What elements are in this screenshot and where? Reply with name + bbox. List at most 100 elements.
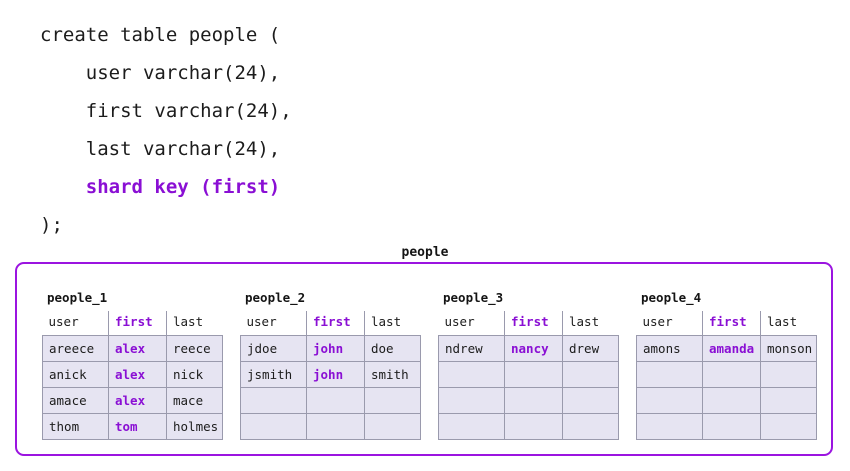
sql-line-3: first varchar(24), bbox=[40, 100, 292, 122]
table-cell-last bbox=[760, 413, 817, 440]
table-cell-first bbox=[504, 361, 563, 388]
column-header-first: first bbox=[702, 311, 761, 336]
table-cell-user bbox=[438, 387, 505, 414]
table-cell-last: smith bbox=[364, 361, 421, 388]
table-row bbox=[240, 387, 421, 414]
table-cell-first bbox=[702, 387, 761, 414]
column-header-user: user bbox=[240, 311, 307, 336]
table-row bbox=[438, 361, 619, 388]
table-cell-user: ndrew bbox=[438, 335, 505, 362]
table-cell-last bbox=[562, 361, 619, 388]
table-cell-first bbox=[702, 413, 761, 440]
table-cell-user bbox=[240, 387, 307, 414]
table-cell-first bbox=[306, 387, 365, 414]
table-cell-last: drew bbox=[562, 335, 619, 362]
table-cell-first: nancy bbox=[504, 335, 563, 362]
table-cell-user bbox=[636, 361, 703, 388]
table-row bbox=[636, 413, 817, 440]
table-cell-user bbox=[438, 361, 505, 388]
table-cell-first: alex bbox=[108, 361, 167, 388]
table-cell-user: jdoe bbox=[240, 335, 307, 362]
table-cell-first bbox=[306, 413, 365, 440]
column-header-last: last bbox=[569, 314, 600, 329]
sql-code-block: create table people ( user varchar(24), … bbox=[40, 16, 292, 244]
column-header-user: user bbox=[42, 311, 109, 336]
table-cell-first: tom bbox=[108, 413, 167, 440]
table-cell-first: alex bbox=[108, 387, 167, 414]
table-cell-user: thom bbox=[42, 413, 109, 440]
table-cell-user bbox=[240, 413, 307, 440]
column-header-last: last bbox=[371, 314, 402, 329]
table-cell-last: nick bbox=[166, 361, 223, 388]
diagram-title: people bbox=[401, 245, 449, 260]
table-cell-last: holmes bbox=[166, 413, 223, 440]
shard-name: people_3 bbox=[443, 290, 504, 305]
table-cell-first bbox=[504, 387, 563, 414]
table-cell-user: amons bbox=[636, 335, 703, 362]
table-cell-last: doe bbox=[364, 335, 421, 362]
table-cell-user: jsmith bbox=[240, 361, 307, 388]
table-cell-last: monson bbox=[760, 335, 817, 362]
table-cell-user bbox=[636, 413, 703, 440]
table-cell-first: john bbox=[306, 361, 365, 388]
table-cell-first bbox=[504, 413, 563, 440]
sql-line-1: create table people ( bbox=[40, 24, 281, 46]
column-header-first: first bbox=[504, 311, 563, 336]
table-cell-user bbox=[438, 413, 505, 440]
table-cell-first: amanda bbox=[702, 335, 761, 362]
table-row bbox=[636, 361, 817, 388]
table-cell-user: anick bbox=[42, 361, 109, 388]
sql-line-4: last varchar(24), bbox=[40, 138, 281, 160]
shard-name: people_4 bbox=[641, 290, 702, 305]
sql-line-6: ); bbox=[40, 214, 63, 236]
table-cell-first bbox=[702, 361, 761, 388]
table-row bbox=[438, 413, 619, 440]
column-header-user: user bbox=[438, 311, 505, 336]
shard-name: people_2 bbox=[245, 290, 306, 305]
table-cell-last bbox=[562, 413, 619, 440]
column-header-first: first bbox=[306, 311, 365, 336]
table-cell-last: mace bbox=[166, 387, 223, 414]
table-cell-last bbox=[364, 387, 421, 414]
table-cell-last bbox=[364, 413, 421, 440]
table-cell-user bbox=[636, 387, 703, 414]
sql-line-5: shard key (first) bbox=[40, 176, 281, 198]
table-row bbox=[636, 387, 817, 414]
table-row bbox=[438, 387, 619, 414]
table-row bbox=[240, 413, 421, 440]
table-cell-first: alex bbox=[108, 335, 167, 362]
column-header-last: last bbox=[173, 314, 204, 329]
sql-line-2: user varchar(24), bbox=[40, 62, 281, 84]
column-header-first: first bbox=[108, 311, 167, 336]
table-cell-user: areece bbox=[42, 335, 109, 362]
table-cell-last bbox=[760, 361, 817, 388]
column-header-last: last bbox=[767, 314, 798, 329]
table-cell-last bbox=[562, 387, 619, 414]
table-cell-user: amace bbox=[42, 387, 109, 414]
column-header-user: user bbox=[636, 311, 703, 336]
table-cell-last: reece bbox=[166, 335, 223, 362]
shard-name: people_1 bbox=[47, 290, 108, 305]
